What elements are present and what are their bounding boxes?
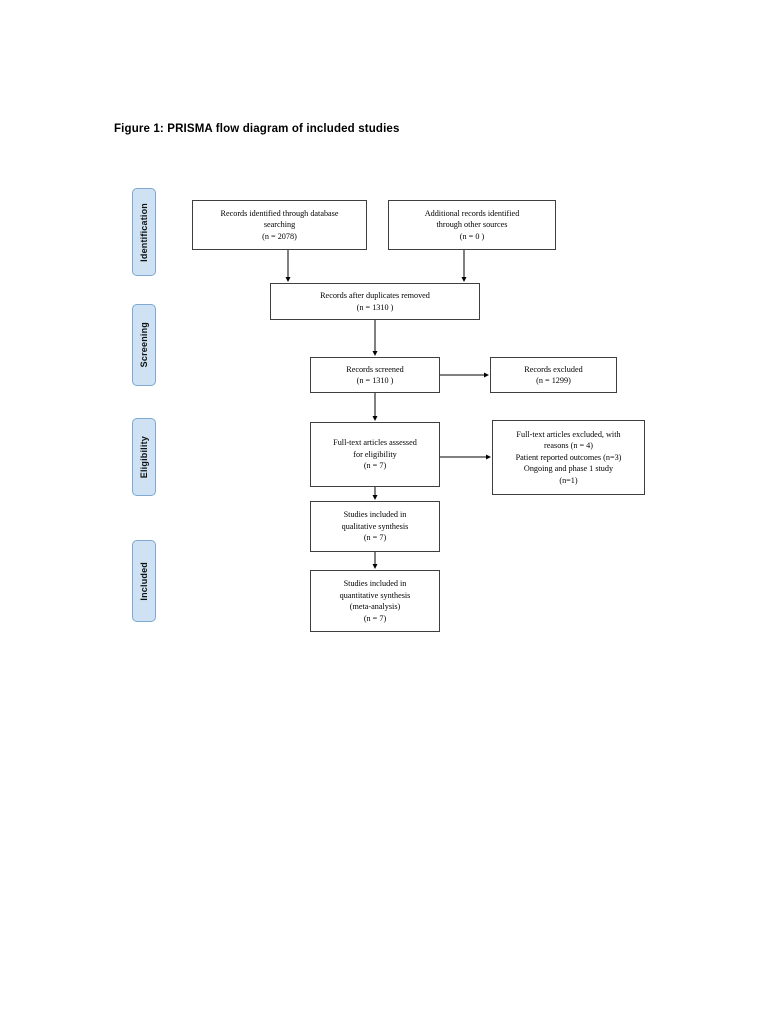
box-line: Studies included in bbox=[343, 579, 407, 588]
stage-label-identification: Identification bbox=[132, 188, 156, 276]
box-line: (n = 1299) bbox=[536, 376, 571, 385]
box-line: Records excluded bbox=[524, 364, 583, 374]
stage-label-screening: Screening bbox=[132, 304, 156, 386]
box-line: (n = 1310 ) bbox=[356, 376, 394, 385]
box-line: through other sources bbox=[436, 220, 508, 230]
box-line: Studies included in bbox=[343, 510, 407, 520]
box-line: (n = 2078) bbox=[262, 231, 297, 241]
box-line: (n = 0 ) bbox=[459, 231, 485, 241]
box-additional-records-other-sources: Additional records identified through ot… bbox=[388, 200, 556, 250]
box-records-excluded: Records excluded (n = 1299) bbox=[490, 357, 617, 393]
box-line: Full-text articles assessed bbox=[333, 438, 417, 448]
box-line: searching bbox=[263, 220, 296, 230]
stage-label-screening-text: Screening bbox=[139, 322, 149, 368]
box-fulltext-articles-assessed: Full-text articles assessed for eligibil… bbox=[310, 422, 440, 487]
box-records-identified-database: Records identified through database sear… bbox=[192, 200, 367, 250]
box-line: Records screened bbox=[346, 364, 404, 374]
stage-label-included-text: Included bbox=[139, 561, 149, 601]
box-studies-quantitative-synthesis: Studies included in quantitative synthes… bbox=[310, 570, 440, 632]
box-line: Additional records identified bbox=[424, 208, 520, 218]
box-line: (meta-analysis) bbox=[349, 602, 401, 611]
box-line: (n = 1310 ) bbox=[356, 302, 394, 312]
box-line: reasons (n = 4) bbox=[544, 441, 593, 451]
stage-label-identification-text: Identification bbox=[139, 202, 149, 262]
box-line: Ongoing and phase 1 study bbox=[523, 464, 614, 474]
stage-label-included: Included bbox=[132, 540, 156, 622]
box-line: qualitative synthesis bbox=[341, 521, 409, 531]
box-studies-qualitative-synthesis: Studies included in qualitative synthesi… bbox=[310, 501, 440, 552]
stage-label-eligibility: Eligibility bbox=[132, 418, 156, 496]
box-records-screened: Records screened (n = 1310 ) bbox=[310, 357, 440, 393]
box-line: quantitative synthesis bbox=[339, 590, 411, 600]
box-line: Patient reported outcomes (n=3) bbox=[515, 452, 622, 462]
box-line: Records after duplicates removed bbox=[320, 291, 430, 300]
stage-label-eligibility-text: Eligibility bbox=[139, 435, 149, 479]
box-line: (n = 7) bbox=[363, 613, 387, 623]
box-fulltext-articles-excluded: Full-text articles excluded, with reason… bbox=[492, 420, 645, 495]
box-line: Full-text articles excluded, with bbox=[516, 429, 621, 439]
box-line: Records identified through database bbox=[220, 208, 339, 218]
box-line: (n=1) bbox=[559, 475, 578, 485]
box-records-after-duplicates-removed: Records after duplicates removed (n = 13… bbox=[270, 283, 480, 320]
box-line: for eligibility bbox=[353, 449, 397, 459]
page-title: Figure 1: PRISMA flow diagram of include… bbox=[114, 123, 400, 135]
box-line: (n = 7) bbox=[363, 461, 387, 471]
box-line: (n = 7) bbox=[363, 533, 387, 543]
